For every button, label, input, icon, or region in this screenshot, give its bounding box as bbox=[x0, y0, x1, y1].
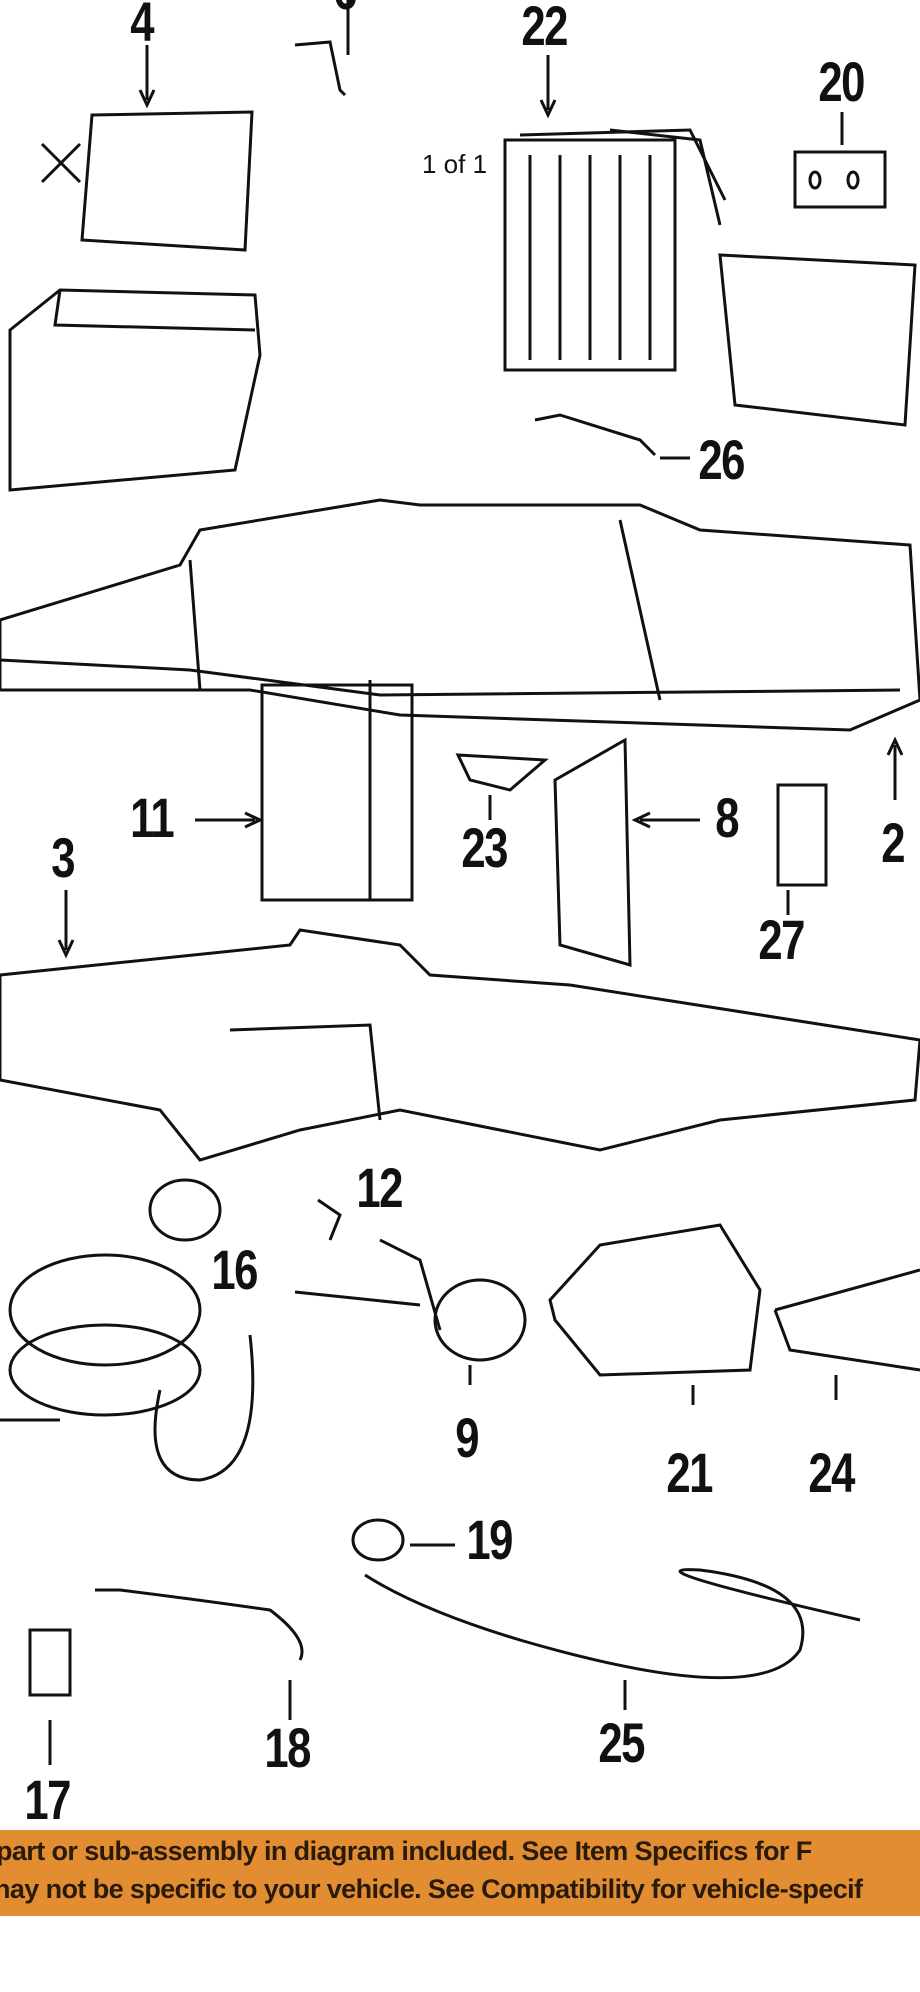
diagram-drawing bbox=[0, 0, 920, 1765]
upper-case-drawing bbox=[0, 498, 920, 732]
part-19-drawing bbox=[351, 1518, 455, 1562]
part-17-drawing bbox=[28, 1628, 72, 1765]
callout-21: 21 bbox=[666, 1441, 713, 1504]
callout-2: 2 bbox=[881, 811, 905, 874]
callout-11: 11 bbox=[130, 786, 175, 849]
image-counter: 1 of 1 bbox=[422, 149, 488, 179]
callout-24: 24 bbox=[808, 1441, 855, 1504]
part-20-drawing bbox=[793, 112, 887, 209]
part-24-drawing bbox=[773, 1268, 920, 1400]
part-22-drawing bbox=[503, 55, 727, 372]
close-button[interactable] bbox=[38, 140, 84, 186]
callout-27: 27 bbox=[758, 908, 805, 971]
door-panel-drawing bbox=[718, 253, 917, 427]
notice-banner: part or sub-assembly in diagram included… bbox=[0, 1830, 920, 1916]
notice-line-1: part or sub-assembly in diagram included… bbox=[0, 1836, 812, 1866]
part-25-drawing bbox=[364, 1568, 861, 1710]
callout-8: 8 bbox=[715, 786, 739, 849]
part-4-drawing bbox=[80, 45, 254, 252]
callout-26: 26 bbox=[698, 428, 745, 491]
blower-motor-drawing bbox=[0, 1253, 255, 1482]
part-27-drawing bbox=[776, 783, 828, 915]
evaporator-drawing bbox=[8, 288, 262, 492]
callout-22: 22 bbox=[521, 0, 568, 57]
part-9-drawing bbox=[294, 1238, 527, 1385]
callout-20: 20 bbox=[818, 50, 865, 113]
callout-25: 25 bbox=[598, 1711, 645, 1774]
part-23-drawing bbox=[455, 753, 549, 820]
part-2-arrow bbox=[886, 736, 904, 800]
lower-case-drawing bbox=[0, 890, 920, 1242]
callout-9: 9 bbox=[455, 1406, 479, 1469]
part-11-drawing bbox=[195, 680, 414, 902]
callout-23: 23 bbox=[461, 816, 508, 879]
callout-19: 19 bbox=[466, 1508, 513, 1571]
callout-18: 18 bbox=[264, 1716, 311, 1779]
callout-6: 6 bbox=[333, 0, 357, 18]
part-12-drawing bbox=[317, 1198, 342, 1241]
callout-3: 3 bbox=[51, 826, 75, 889]
callout-17: 17 bbox=[24, 1768, 71, 1831]
callout-16: 16 bbox=[211, 1238, 258, 1301]
callout-4: 4 bbox=[130, 0, 154, 53]
part-6-drawing bbox=[294, 0, 350, 97]
part-18-drawing bbox=[95, 1588, 304, 1720]
close-icon bbox=[40, 142, 82, 184]
part-26-drawing bbox=[534, 413, 690, 460]
notice-line-2: nay not be specific to your vehicle. See… bbox=[0, 1874, 863, 1904]
part-8-drawing bbox=[553, 737, 700, 968]
part-21-drawing bbox=[548, 1223, 762, 1405]
callout-12: 12 bbox=[356, 1156, 403, 1219]
